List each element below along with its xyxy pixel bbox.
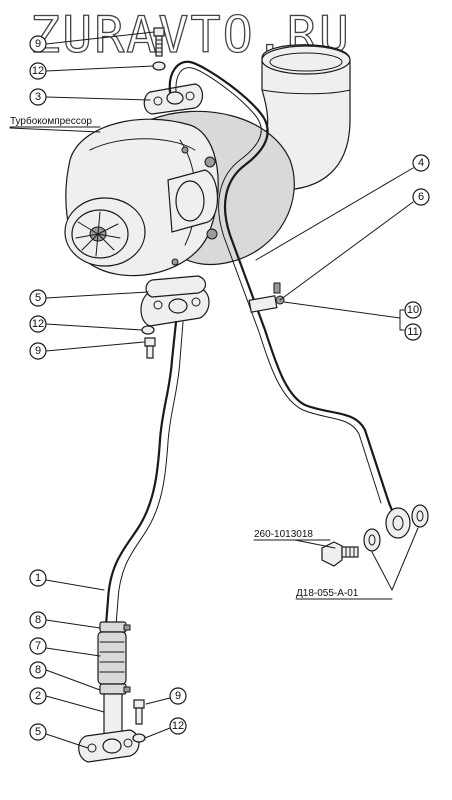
callout-5-low: 5 [29,723,47,741]
svg-text:5: 5 [35,292,41,304]
callout-6: 6 [412,188,430,206]
callout-4: 4 [412,154,430,172]
turbocharger-label: Турбокомпрессор [10,115,92,127]
hose-clamp-upper [99,621,131,633]
low-bolt [133,699,145,725]
mid-flange [140,275,210,327]
svg-text:9: 9 [175,690,181,702]
svg-text:12: 12 [172,720,184,732]
bottom-flange [78,729,140,763]
pipe-clamp [248,282,285,313]
svg-text:8: 8 [35,664,41,676]
rubber-hose [97,631,127,685]
oil-supply-pipe [168,60,402,522]
callout-9-mid: 9 [29,342,47,360]
banjo-bolt [321,541,359,567]
callout-10: 10 [404,301,422,319]
svg-text:6: 6 [418,191,424,203]
svg-text:1: 1 [35,572,41,584]
svg-text:2: 2 [35,690,41,702]
low-washer [132,733,146,743]
svg-text:3: 3 [35,91,41,103]
callout-11: 11 [404,323,422,341]
hose-clamp-lower [99,683,131,695]
callout-7: 7 [29,637,47,655]
callout-8-b: 8 [29,661,47,679]
svg-text:10: 10 [407,304,419,316]
callout-12-mid: 12 [29,315,47,333]
svg-text:4: 4 [418,157,424,169]
callout-9-low: 9 [169,687,187,705]
svg-text:7: 7 [35,640,41,652]
callout-12-low: 12 [169,717,187,735]
callout-8-a: 8 [29,611,47,629]
turbocharger [64,110,295,277]
top-washer [152,61,166,71]
svg-text:9: 9 [35,345,41,357]
svg-text:11: 11 [407,326,418,338]
callout-1: 1 [29,569,47,587]
callout-2: 2 [29,687,47,705]
leader-lines [9,31,419,749]
washer-part-number: Д18-055-А-01 [296,588,359,599]
svg-text:5: 5 [35,726,41,738]
svg-text:12: 12 [32,318,44,330]
svg-text:12: 12 [32,65,44,77]
callout-12-top: 12 [29,62,47,80]
top-flange [143,83,204,115]
callout-3: 3 [29,88,47,106]
svg-text:8: 8 [35,614,41,626]
impeller-blades [75,211,121,257]
mid-washer [141,325,155,335]
bolt-part-number: 260-1013018 [254,529,313,540]
banjo-fitting [385,507,411,539]
oil-drain-pipe [104,320,184,627]
callout-5-mid: 5 [29,289,47,307]
callout-9-top: 9 [29,35,47,53]
top-bolt [153,27,165,57]
drain-stub-pipe [103,693,123,735]
svg-text:9: 9 [35,38,41,50]
copper-washers [363,504,429,552]
mid-bolt [144,337,156,359]
